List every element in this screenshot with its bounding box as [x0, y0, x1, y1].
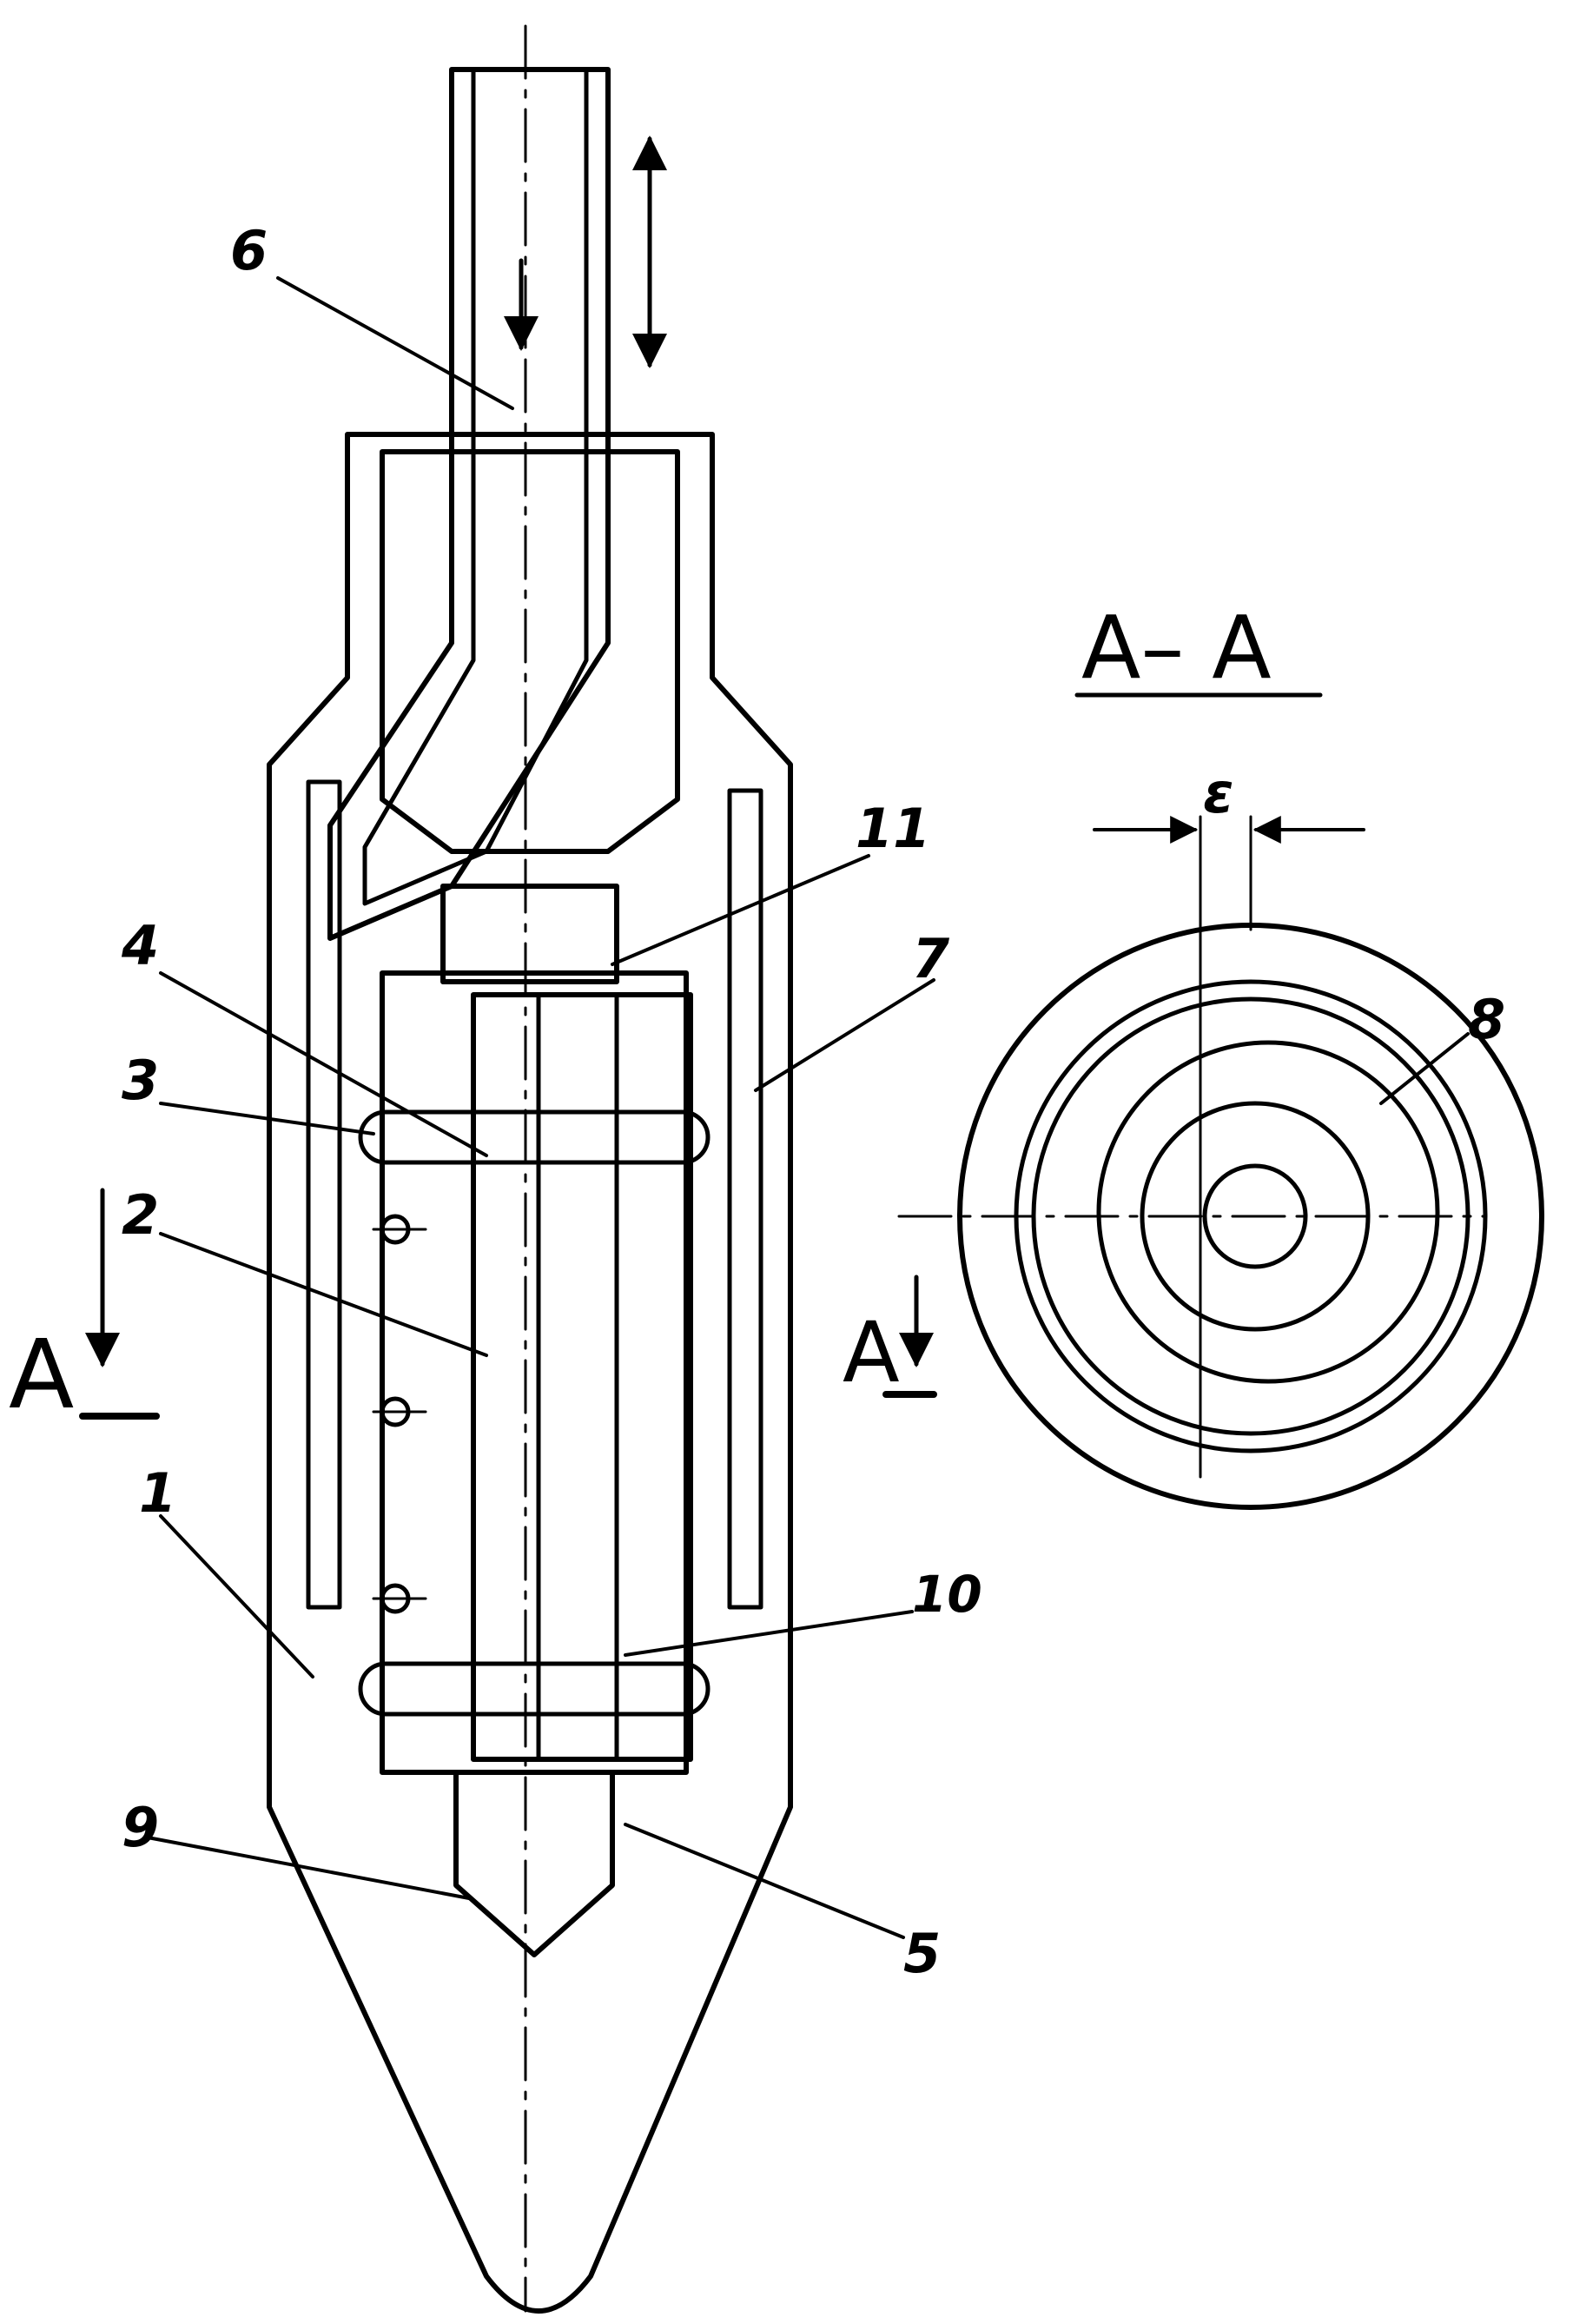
epsilon-label: ε — [1203, 762, 1234, 826]
section-title: A– A — [1081, 597, 1272, 699]
label-3: 3 — [122, 1049, 159, 1112]
housing-body — [269, 434, 790, 2311]
label-8: 8 — [1468, 988, 1505, 1051]
sleeve-bore-10 — [539, 995, 617, 1759]
channel-11 — [443, 886, 617, 982]
label-11: 11 — [856, 797, 930, 860]
label-10: 10 — [912, 1565, 982, 1624]
sleeve-2-front-right — [617, 1162, 691, 1664]
cross-section-aa: A– A ε A 8 — [843, 597, 1542, 1507]
section-mark-left-letter: A — [9, 1319, 74, 1430]
label-1: 1 — [139, 1461, 176, 1525]
section-mark-right-letter: A — [843, 1304, 900, 1401]
bottom-bore-9 — [456, 1772, 612, 1955]
leader-8 — [1381, 1034, 1468, 1103]
housing-upper-bore — [382, 452, 677, 851]
label-6: 6 — [230, 219, 268, 282]
groove-upper — [360, 1112, 708, 1162]
label-2: 2 — [122, 1183, 159, 1247]
inlet-tube-bore — [365, 70, 586, 904]
sleeve-2-front — [473, 1162, 539, 1664]
inlet-tube-6 — [330, 70, 608, 938]
label-5: 5 — [903, 1922, 941, 1985]
label-7: 7 — [912, 927, 950, 990]
sleeve-2 — [473, 995, 691, 1759]
label-4: 4 — [121, 914, 159, 977]
label-9: 9 — [122, 1796, 159, 1859]
groove-lower — [360, 1664, 708, 1714]
side-channel-left — [308, 782, 340, 1607]
main-section: A 6 11 7 4 3 2 1 10 9 5 — [9, 26, 982, 2311]
